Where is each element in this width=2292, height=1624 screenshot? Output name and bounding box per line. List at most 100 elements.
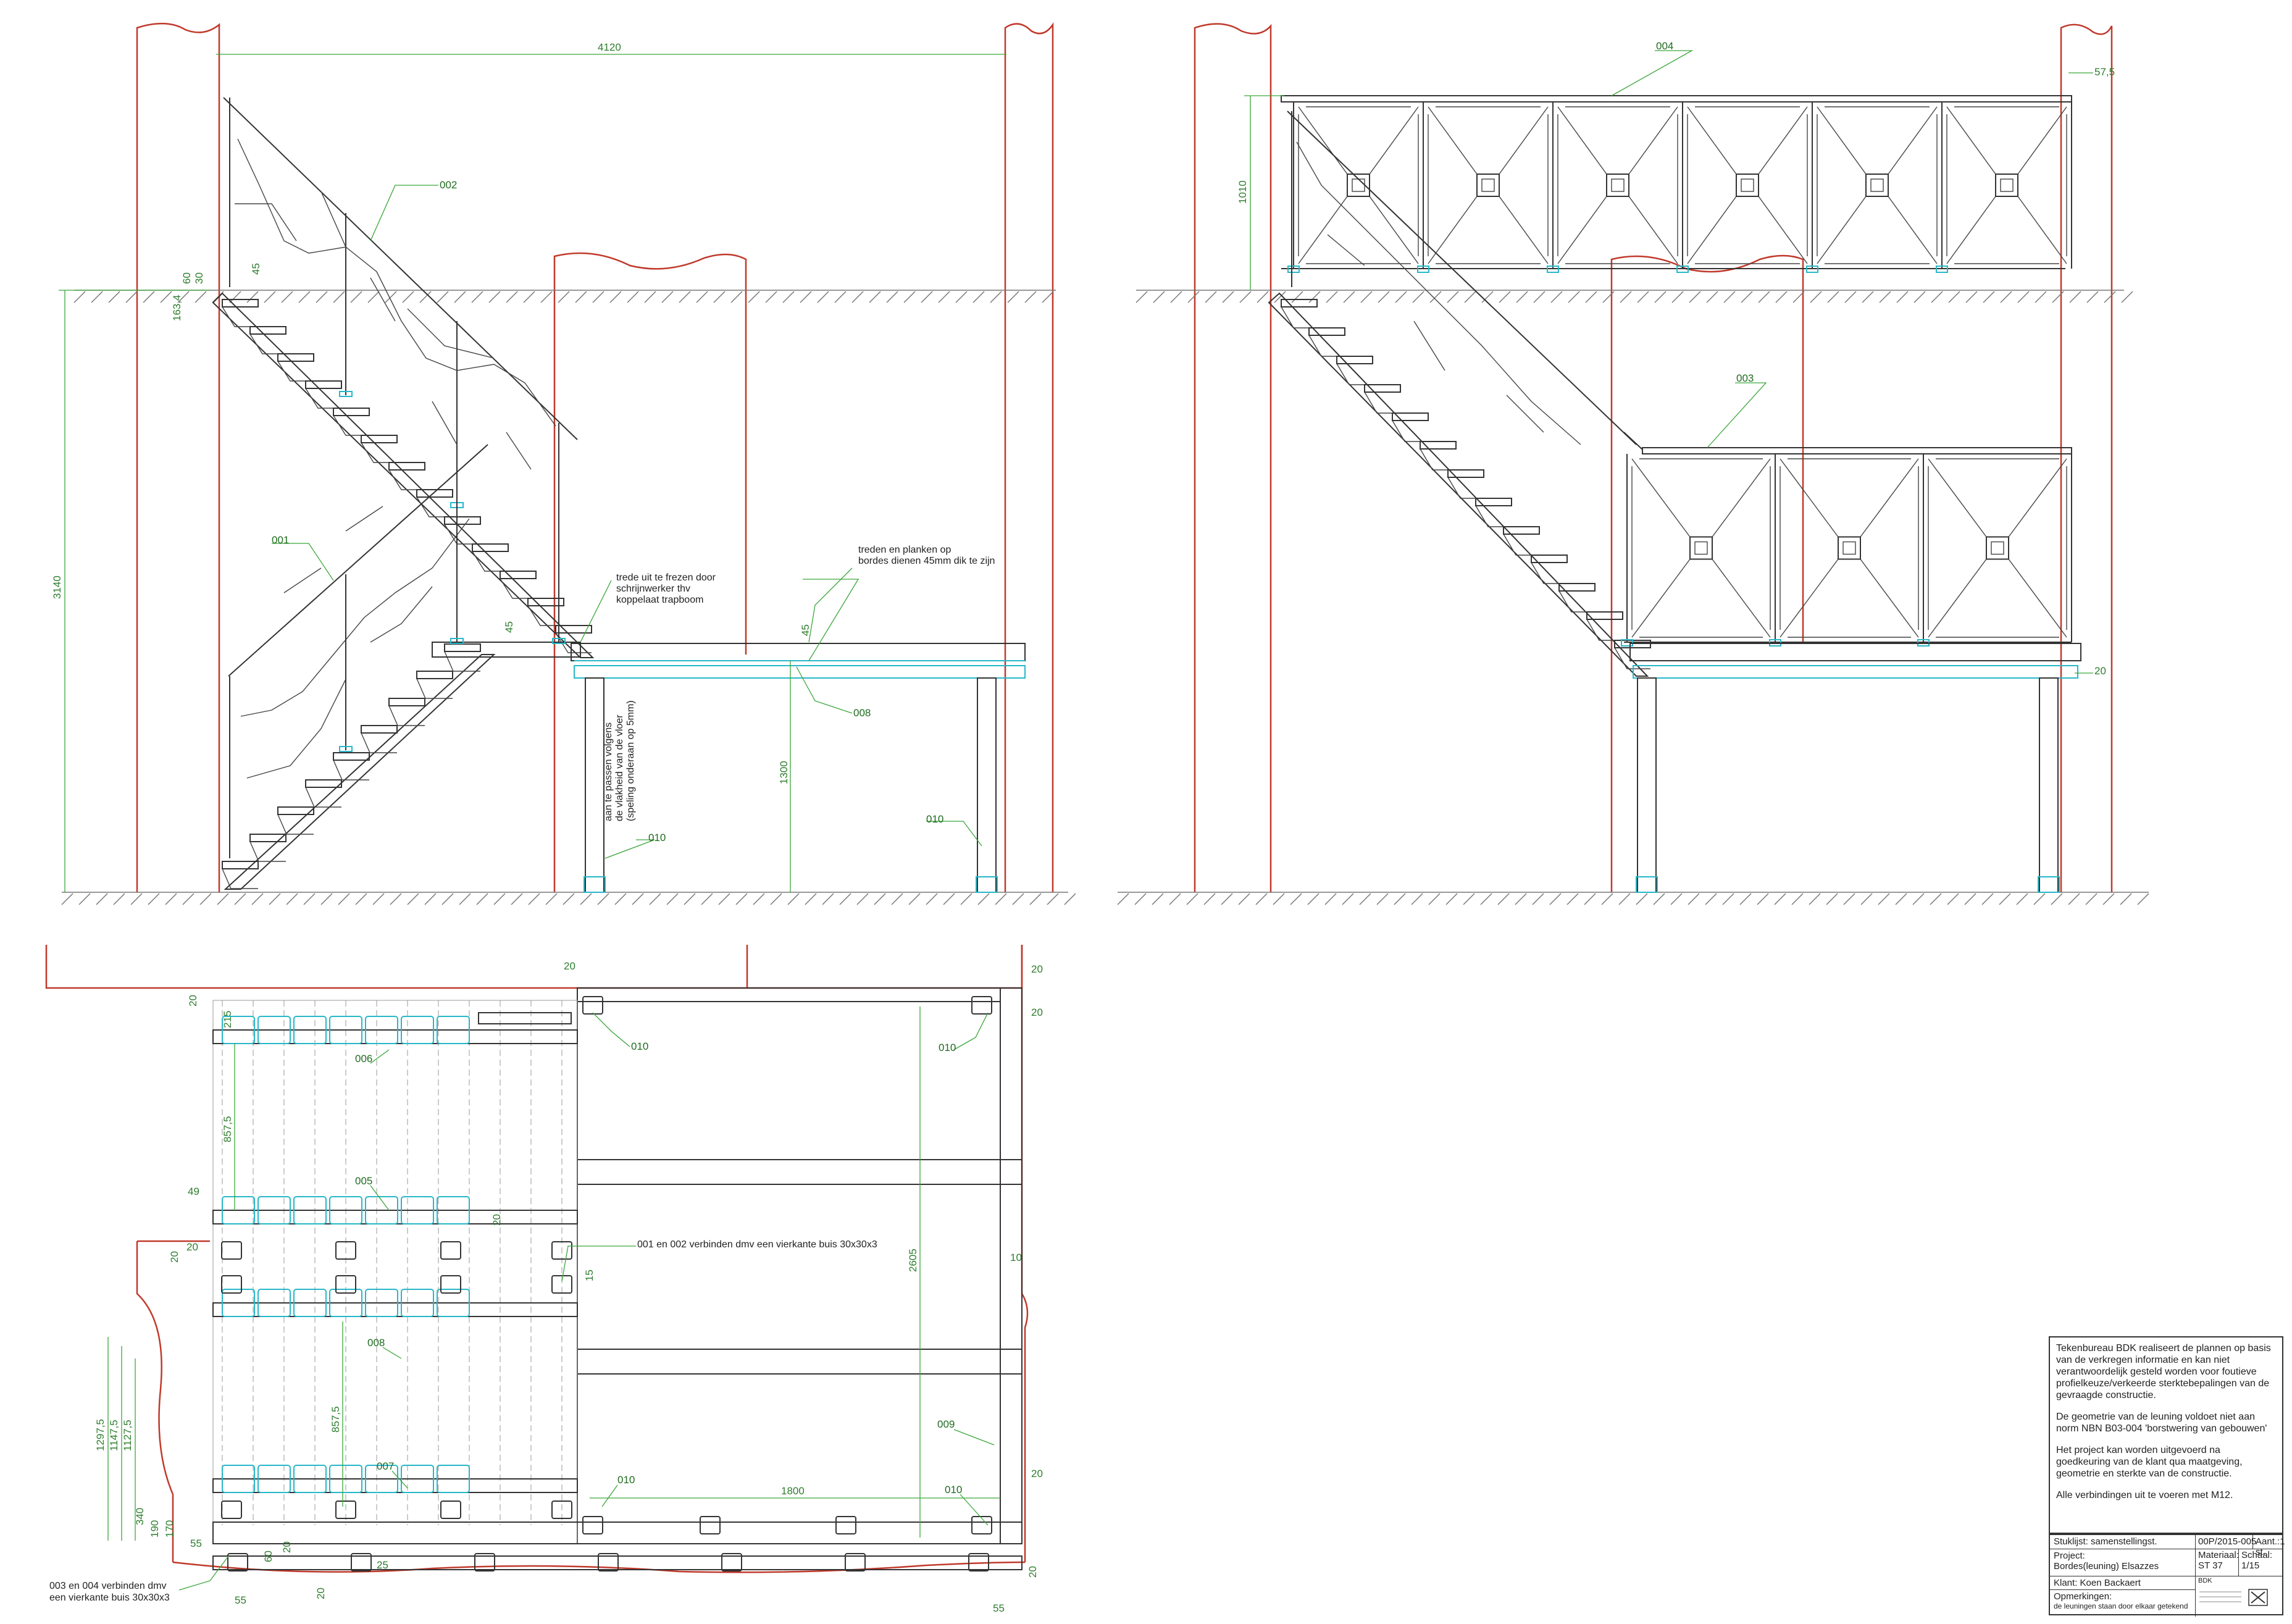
dim-1010: 1010 [1237,180,1248,204]
panel-square [1986,536,2009,560]
tread-board [293,1196,327,1224]
hatch-stroke [1007,291,1019,303]
note-aan-3: (speling onderaan op 5mm) [625,700,636,821]
note-trede-2: schrijnwerker thv [616,584,690,594]
hatch-stroke [1464,291,1476,303]
front-column-left [1637,677,1657,893]
lower-flight-treads [222,643,481,889]
note-treden-1: treden en planken op [858,545,951,555]
plan-stair-area [212,1000,578,1544]
note-trede-1: trede uit te frezen door [616,572,716,583]
tread-board [437,1196,470,1224]
tread-bracket [249,841,286,862]
dim-55-right: 55 [993,1602,1005,1614]
post-base [552,638,566,644]
hatch-stroke [419,291,432,303]
tread-board [365,1465,398,1493]
wall-left-2 [1194,23,1272,892]
tread-board [365,1289,398,1317]
tread [527,598,564,606]
project-value: Bordes(leuning) Elsazzes [2054,1561,2159,1572]
hatch-stroke [61,893,73,905]
hatch-stroke [355,893,367,905]
hatch-stroke [1429,291,1442,303]
hatch-stroke [1689,291,1701,303]
panel-square [1347,174,1370,197]
base-plate [968,1553,989,1572]
tread-board [329,1016,362,1044]
hatch-stroke [822,893,834,905]
hatch-stroke [1064,893,1076,905]
post-base [339,391,353,397]
dim-1297-5: 1297,5 [94,1419,106,1451]
dim-49: 49 [188,1186,199,1197]
hatch-stroke [298,291,311,303]
hatch-stroke [1376,893,1389,905]
hatch-stroke [2086,291,2099,303]
dim-163-4: 163,4 [171,295,183,321]
tread-bracket [305,787,341,808]
upper-flight-treads [222,299,592,653]
hatch-stroke [1170,291,1182,303]
hatch-stroke [2104,291,2116,303]
hatch-stroke [1636,893,1648,905]
hatch-stroke [476,893,488,905]
hatch-stroke [2017,291,2030,303]
hatch-stroke [580,893,592,905]
part-005-label: 005 [355,1175,372,1187]
hatch-stroke [1670,893,1683,905]
hatch-stroke [1550,291,1563,303]
hatch-stroke [627,291,639,303]
panel-x [1298,106,1419,264]
hatch-stroke [1706,291,1718,303]
tread-board [329,1196,362,1224]
hatch-stroke [1274,291,1286,303]
dim-2605: 2605 [907,1249,919,1272]
base-plate [835,1516,856,1534]
hatch-stroke [1965,291,1978,303]
hatch-stroke [1428,893,1441,905]
column-010-left [585,677,604,893]
base-plate [598,1553,619,1572]
hatch-stroke [130,893,143,905]
tread-bracket [1558,590,1595,613]
hatch-stroke [96,893,108,905]
hatch-stroke [1774,893,1786,905]
hatch-stroke [1239,291,1252,303]
panel-x [1780,458,1919,638]
mid-landing [432,642,581,658]
tread-board [437,1465,470,1493]
tread-bracket [333,760,369,781]
hatch-stroke [407,893,419,905]
tread-board [437,1016,470,1044]
wall-left [136,23,220,892]
dim-340: 340 [134,1508,146,1525]
office-logo [2199,1589,2268,1606]
hatch-stroke [264,291,276,303]
hatch-stroke [1637,291,1649,303]
hatch-stroke [1203,893,1216,905]
part-006-label: 006 [355,1053,372,1065]
hatch-stroke [1723,291,1736,303]
plan-stair-planks [222,1000,563,1525]
tread [1475,498,1512,506]
hatch-stroke [320,893,333,905]
wall-right-2 [2060,23,2113,892]
panel-square-inner [1991,541,2004,555]
base-plate [440,1501,461,1519]
hatch-stroke [540,291,553,303]
dim-20-d: 20 [1027,1566,1039,1578]
base-plate [845,1553,866,1572]
hatch-stroke [696,291,708,303]
dim-1147-5: 1147,5 [108,1420,120,1451]
base-plate [971,1516,992,1534]
tread [222,299,259,308]
hatch-stroke [1879,291,1891,303]
hatch-stroke [1930,893,1942,905]
dim-20-left-a: 20 [187,995,199,1007]
panel-x [1631,458,1771,638]
tread [277,353,314,362]
dim-57-5: 57,5 [2094,66,2115,78]
hatch-stroke [1290,893,1302,905]
title-block: Stuklijst: samenstellingst. 00P/2015-005… [2049,1534,2285,1617]
